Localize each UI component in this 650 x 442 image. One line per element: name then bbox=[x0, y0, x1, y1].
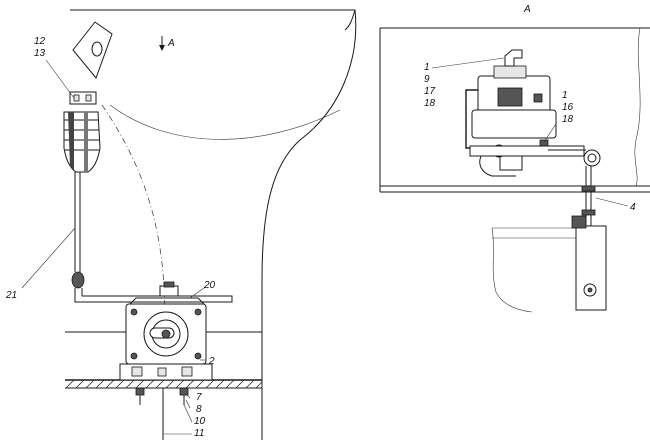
base-bolt-left bbox=[131, 366, 143, 377]
elbow-fitting bbox=[504, 49, 523, 67]
detail-housing-lower bbox=[471, 109, 557, 139]
panel-inner-curve bbox=[109, 104, 341, 140]
under-nut-right bbox=[179, 387, 189, 396]
callout-16: 16 bbox=[562, 102, 574, 113]
detail-view-a: A bbox=[379, 4, 650, 313]
bracket-post bbox=[575, 225, 607, 311]
frame-hatching bbox=[65, 379, 263, 389]
horizontal-link-ext bbox=[168, 295, 233, 303]
box-bolt-tl bbox=[130, 308, 138, 316]
bracket-clamp bbox=[571, 215, 587, 229]
box-bolt-tr bbox=[194, 308, 202, 316]
detail-leaders bbox=[431, 57, 629, 207]
callout-8: 8 bbox=[196, 404, 202, 415]
callout-13: 13 bbox=[34, 48, 46, 59]
view-a-title: A bbox=[523, 4, 531, 15]
main-leaders bbox=[21, 59, 206, 435]
link-plate-hole bbox=[91, 41, 103, 57]
callout-9: 9 bbox=[424, 74, 430, 85]
ball-joint bbox=[71, 271, 85, 289]
callout-7: 7 bbox=[196, 392, 202, 403]
main-view: A bbox=[5, 9, 357, 440]
box-bolt-br bbox=[194, 352, 202, 360]
callout-4: 4 bbox=[630, 202, 636, 213]
box-bolt-bl bbox=[130, 352, 138, 360]
callout-10: 10 bbox=[194, 416, 206, 427]
under-nut-left bbox=[135, 387, 145, 396]
callout-12: 12 bbox=[34, 36, 46, 47]
boot-shade bbox=[68, 112, 74, 170]
rod-eye-hole bbox=[587, 153, 597, 163]
boot-shade-2 bbox=[84, 112, 88, 172]
callout-20: 20 bbox=[203, 280, 216, 291]
panel-dash-arc bbox=[101, 104, 166, 321]
view-arrow-head bbox=[159, 45, 165, 51]
horizontal-link bbox=[74, 288, 168, 303]
detail-housing-cap bbox=[493, 65, 527, 79]
crossbar-clamp bbox=[159, 285, 179, 297]
callout-18-upper: 18 bbox=[424, 98, 436, 109]
lever-arm bbox=[469, 145, 585, 157]
detail-housing-cap-dark bbox=[497, 87, 523, 107]
bolt-top-left bbox=[73, 94, 80, 102]
crossbar-nut bbox=[163, 281, 175, 288]
callout-17: 17 bbox=[424, 86, 436, 97]
cabin-panel-top-edge bbox=[344, 9, 356, 31]
callout-21: 21 bbox=[5, 290, 17, 301]
rod-nut-1 bbox=[581, 185, 596, 192]
callout-2: 2 bbox=[208, 356, 215, 367]
view-frame-right-edge bbox=[634, 27, 641, 187]
callout-18-lower: 18 bbox=[562, 114, 574, 125]
bracket-bolt-center bbox=[587, 287, 593, 293]
callout-1-upper: 1 bbox=[424, 62, 430, 73]
rod-eye bbox=[583, 149, 601, 167]
valve-box-top-edge bbox=[129, 297, 205, 305]
cabin-panel-outline bbox=[70, 9, 357, 440]
callout-11: 11 bbox=[194, 428, 204, 439]
base-bolt-mid bbox=[157, 367, 167, 377]
view-arrow-label: A bbox=[167, 38, 175, 49]
valve-hub bbox=[161, 329, 171, 339]
rod-nut-2 bbox=[581, 209, 596, 216]
base-bolt-right bbox=[181, 366, 193, 377]
callout-1-lower: 1 bbox=[562, 90, 568, 101]
detail-bolt-1 bbox=[533, 93, 543, 103]
bolt-top-right bbox=[85, 94, 92, 102]
